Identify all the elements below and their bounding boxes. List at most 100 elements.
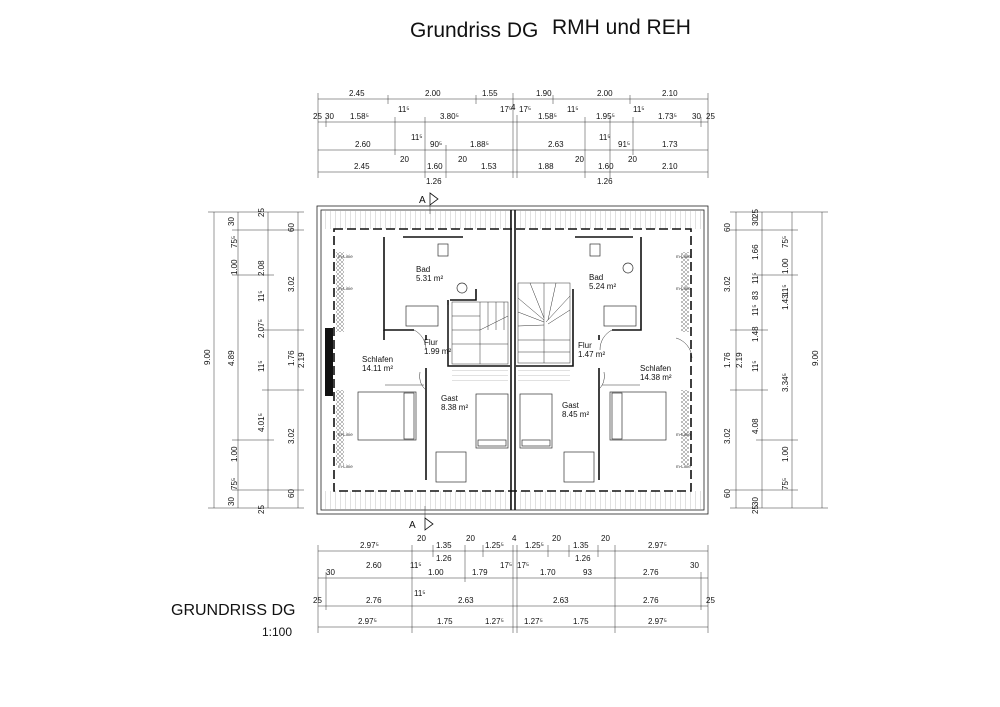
svg-text:1.26: 1.26 (597, 177, 613, 186)
svg-text:17⁵: 17⁵ (519, 105, 531, 114)
svg-text:30: 30 (326, 568, 335, 577)
svg-text:75⁵: 75⁵ (230, 478, 239, 490)
svg-text:60: 60 (723, 489, 732, 498)
svg-text:2.00: 2.00 (425, 89, 441, 98)
svg-text:1.58⁵: 1.58⁵ (350, 112, 369, 121)
svg-text:11⁵: 11⁵ (257, 290, 266, 302)
svg-text:2.19: 2.19 (735, 352, 744, 368)
inner-wall-line (320, 209, 705, 511)
dims-bottom: 2.97⁵ 20 1.35 20 1.25⁵ 4 1.25⁵ 20 1.35 2… (313, 534, 715, 626)
svg-text:25: 25 (257, 505, 266, 514)
svg-text:3.02: 3.02 (723, 276, 732, 292)
svg-text:11⁵: 11⁵ (751, 272, 760, 284)
svg-text:1.27⁵: 1.27⁵ (485, 617, 504, 626)
svg-text:m-Linie: m-Linie (338, 464, 353, 469)
room-area: 1.99 m² (424, 347, 451, 356)
svg-text:1.75: 1.75 (437, 617, 453, 626)
dimension-lines (208, 93, 828, 633)
svg-text:2.60: 2.60 (355, 140, 371, 149)
svg-text:11⁵: 11⁵ (633, 105, 645, 114)
svg-text:30: 30 (325, 112, 334, 121)
svg-text:1.73⁵: 1.73⁵ (658, 112, 677, 121)
outer-wall-line (316, 205, 709, 515)
svg-text:30: 30 (751, 497, 760, 506)
svg-text:9.00: 9.00 (203, 349, 212, 365)
svg-text:1.75: 1.75 (573, 617, 589, 626)
svg-text:1.48: 1.48 (751, 326, 760, 342)
section-marker-bottom: A (409, 506, 434, 531)
svg-text:20: 20 (417, 534, 426, 543)
svg-text:1.58⁵: 1.58⁵ (538, 112, 557, 121)
room-area: 1.47 m² (578, 350, 605, 359)
room-name: Bad (416, 265, 430, 274)
svg-text:1.95⁵: 1.95⁵ (596, 112, 615, 121)
svg-text:83: 83 (751, 291, 760, 300)
svg-text:1.79: 1.79 (472, 568, 488, 577)
svg-text:1.35: 1.35 (573, 541, 589, 550)
svg-text:30: 30 (690, 561, 699, 570)
side-hatch-right (681, 252, 689, 332)
knee-wall-line (333, 228, 692, 492)
svg-text:11⁵: 11⁵ (781, 284, 790, 296)
interior-walls-left (383, 236, 510, 480)
svg-text:25: 25 (706, 596, 715, 605)
svg-text:1.25⁵: 1.25⁵ (525, 541, 544, 550)
svg-text:30: 30 (227, 217, 236, 226)
svg-text:3.02: 3.02 (287, 276, 296, 292)
svg-text:17⁵: 17⁵ (500, 561, 512, 570)
wc-right (622, 262, 634, 274)
svg-text:20: 20 (552, 534, 561, 543)
svg-text:25: 25 (706, 112, 715, 121)
room-area: 5.31 m² (416, 274, 443, 283)
svg-text:2.97⁵: 2.97⁵ (358, 617, 377, 626)
bed-schlafen-left (357, 391, 417, 441)
svg-text:m-Linie: m-Linie (338, 432, 353, 437)
svg-text:90⁵: 90⁵ (430, 140, 442, 149)
bed-schlafen-right (609, 391, 667, 441)
svg-text:20: 20 (601, 534, 610, 543)
bed-gast-right (519, 393, 553, 449)
svg-text:m-Linie: m-Linie (676, 464, 691, 469)
svg-text:20: 20 (466, 534, 475, 543)
svg-text:1.73: 1.73 (662, 140, 678, 149)
svg-text:11⁵: 11⁵ (567, 105, 579, 114)
svg-text:2.97⁵: 2.97⁵ (648, 541, 667, 550)
room-area: 8.45 m² (562, 410, 589, 419)
svg-text:2.00: 2.00 (597, 89, 613, 98)
svg-text:3.02: 3.02 (287, 428, 296, 444)
svg-text:25: 25 (751, 505, 760, 514)
svg-text:2.97⁵: 2.97⁵ (360, 541, 379, 550)
svg-text:A: A (409, 520, 416, 531)
svg-text:1.53: 1.53 (481, 162, 497, 171)
svg-text:30: 30 (692, 112, 701, 121)
svg-text:20: 20 (400, 155, 409, 164)
svg-text:2.07⁵: 2.07⁵ (257, 319, 266, 338)
svg-text:1.00: 1.00 (230, 446, 239, 462)
svg-text:2.45: 2.45 (354, 162, 370, 171)
bed-gast-left (475, 393, 509, 449)
svg-text:1.60: 1.60 (427, 162, 443, 171)
svg-text:1.26: 1.26 (575, 554, 591, 563)
building-outline (316, 205, 709, 515)
room-area: 14.38 m² (640, 373, 672, 382)
svg-text:2.60: 2.60 (366, 561, 382, 570)
svg-text:25: 25 (313, 596, 322, 605)
svg-text:1.70: 1.70 (540, 568, 556, 577)
svg-text:1.35: 1.35 (436, 541, 452, 550)
side-hatch-left (336, 252, 344, 332)
roof-hatch-top (322, 211, 703, 229)
svg-text:1.76: 1.76 (723, 352, 732, 368)
side-hatch-right-2 (681, 390, 689, 465)
svg-text:11⁵: 11⁵ (751, 304, 760, 316)
svg-text:4.89: 4.89 (227, 350, 236, 366)
svg-text:20: 20 (575, 155, 584, 164)
room-name: Bad (589, 273, 603, 282)
svg-text:75⁵: 75⁵ (230, 236, 239, 248)
svg-text:17⁵: 17⁵ (500, 105, 512, 114)
svg-text:2.10: 2.10 (662, 89, 678, 98)
caption-title: GRUNDRISS DG (171, 602, 295, 619)
svg-text:2.08: 2.08 (257, 260, 266, 276)
wc-left (456, 282, 468, 294)
room-labels: Bad 5.31 m² Flur 1.99 m² Schlafen 14.11 … (362, 265, 672, 419)
svg-text:m-Linie: m-Linie (676, 432, 691, 437)
